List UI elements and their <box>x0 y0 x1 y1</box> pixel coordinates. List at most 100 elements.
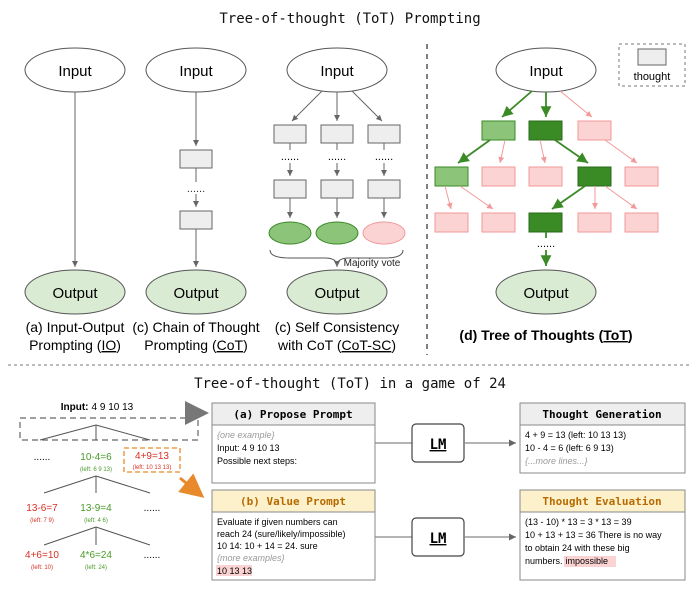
value-prompt: (b) Value Prompt Evaluate if given numbe… <box>211 489 376 581</box>
lm-bottom-label: LM <box>430 531 447 547</box>
tree-branch-3a <box>43 526 97 546</box>
io-input-label: Input <box>58 63 92 80</box>
io-output-ellipse <box>24 269 126 315</box>
tot-node-l3-c <box>528 212 563 233</box>
evaluation-line-1: (13 - 10) * 13 = 3 * 13 = 39 <box>525 517 632 527</box>
cotsc-panel: Input ...... ...... ...... Majority vote… <box>268 47 406 353</box>
tot-node-l2-d <box>577 166 612 187</box>
tot-node-l2-e <box>624 166 659 187</box>
lm-top-label: LM <box>430 437 447 453</box>
tree-node-4-6-sum-left: (left: 10) <box>31 565 53 571</box>
io-caption-line2: Prompting (IO) <box>29 337 121 353</box>
tot-node-l1-c <box>577 120 612 141</box>
tot-dots: ...... <box>537 238 555 250</box>
tree-branch-2a <box>43 475 97 494</box>
thought-evaluation: Thought Evaluation (13 - 10) * 13 = 3 * … <box>519 489 686 581</box>
tot-legend-frame <box>618 43 686 87</box>
tree-node-4-9: 4+9=13 <box>135 451 169 462</box>
tot-legend-label: thought <box>634 71 671 83</box>
tree-node-4-6-mul: 4*6=24 <box>80 550 112 561</box>
value-title: (b) Value Prompt <box>240 495 346 508</box>
tot-node-l3-d <box>577 212 612 233</box>
tot-edge-l3-3 <box>551 185 586 210</box>
cotsc-answer-right <box>362 221 406 245</box>
cot-caption-line2: Prompting (CoT) <box>144 337 247 353</box>
bottom-title: Tree-of-thought (ToT) in a game of 24 <box>194 376 506 392</box>
cotsc-arrow-left <box>291 90 323 122</box>
evaluation-header <box>519 489 686 513</box>
evaluation-line-2: 10 + 13 + 13 = 36 There is no way <box>525 530 662 540</box>
evaluation-line-3: to obtain 24 with these big <box>525 543 630 553</box>
evaluation-line-4: numbers.impossible <box>525 556 608 566</box>
cot-thought-box-1 <box>179 149 213 169</box>
top-title: Tree-of-thought (ToT) Prompting <box>219 11 480 27</box>
generation-line-2: 10 - 4 = 6 (left: 6 9 13) <box>525 443 614 453</box>
propose-line-2: Input: 4 9 10 13 <box>217 443 280 453</box>
propose-title: (a) Propose Prompt <box>233 408 352 421</box>
cotsc-dots-right: ...... <box>375 151 393 163</box>
tree-branch-2c <box>95 475 151 494</box>
cot-output-ellipse <box>145 269 247 315</box>
tree-node-4-9-left: (left: 10 13 13) <box>133 465 172 471</box>
tot-input-label: Input <box>529 63 563 80</box>
tot-edge-c-1 <box>604 139 638 164</box>
tree-branch-left <box>39 424 97 441</box>
tot-edge-root-c <box>559 90 593 118</box>
tot-edge-l3-5 <box>604 185 638 210</box>
tot-node-l3-b <box>481 212 516 233</box>
value-line-5: 10 13 13 <box>217 566 252 576</box>
cotsc-box-m1 <box>320 124 354 144</box>
tot-node-l3-e <box>624 212 659 233</box>
tot-edge-l3-1 <box>444 185 453 210</box>
tot-output-ellipse <box>495 269 597 315</box>
value-line-3: 10 14: 10 + 14 = 24. sure <box>217 541 318 551</box>
tree-branch-right <box>95 424 151 441</box>
tot-node-l1-a <box>481 120 516 141</box>
generation-title: Thought Generation <box>542 408 661 421</box>
tree-highlight-frame <box>123 447 181 473</box>
propose-line-3: Possible next steps: <box>217 456 297 466</box>
cotsc-arrow-right <box>351 90 383 122</box>
propose-line-1: {one example} <box>217 430 275 440</box>
tree-dots-2: ...... <box>144 503 161 514</box>
cot-thought-box-2 <box>179 210 213 230</box>
tot-node-l2-c <box>528 166 563 187</box>
cotsc-output-label: Output <box>314 285 360 302</box>
tot-output-label: Output <box>523 285 569 302</box>
tot-edge-a-2 <box>498 139 506 164</box>
thought-generation: Thought Generation 4 + 9 = 13 (left: 10 … <box>519 402 686 474</box>
tot-caption: (d) Tree of Thoughts (ToT) <box>459 327 632 343</box>
evaluation-title: Thought Evaluation <box>542 495 661 508</box>
tot-edge-a-1 <box>457 139 491 164</box>
cotsc-answer-mid <box>315 221 359 245</box>
cotsc-box-l1 <box>273 124 307 144</box>
value-line-2: reach 24 (sure/likely/impossible) <box>217 529 346 539</box>
cot-dots: ...... <box>187 183 205 195</box>
cot-output-label: Output <box>173 285 219 302</box>
tree-dots-1: ...... <box>34 452 51 463</box>
cotsc-answer-left <box>268 221 312 245</box>
cotsc-caption-line2: with CoT (CoT-SC) <box>277 337 396 353</box>
value-header <box>211 489 376 513</box>
cotsc-input-label: Input <box>320 63 354 80</box>
tot-node-l3-a <box>434 212 469 233</box>
tree-branch-3c <box>95 526 151 546</box>
tree-input: Input:4 9 10 13 <box>61 402 134 413</box>
tot-panel: thought Input ...... <box>434 43 686 343</box>
tot-node-l1-b <box>528 120 563 141</box>
io-panel: Input Output (a) Input-Output Prompting … <box>24 47 126 353</box>
tree-node-13-6-left: (left: 7 9) <box>30 518 54 524</box>
generation-header <box>519 402 686 426</box>
cotsc-box-m2 <box>320 179 354 199</box>
value-highlight <box>216 565 252 576</box>
cot-panel: Input ...... Output (c) Chain of Thought… <box>132 47 260 353</box>
io-output-label: Output <box>52 285 98 302</box>
io-caption-line1: (a) Input-Output <box>26 319 125 335</box>
tree-dots-3: ...... <box>144 550 161 561</box>
tot-edge-root-a <box>501 90 533 118</box>
tot-node-l2-b <box>481 166 516 187</box>
cotsc-output-ellipse <box>286 269 388 315</box>
cotsc-caption-line1: (c) Self Consistency <box>275 319 399 335</box>
evaluation-highlight <box>564 556 616 567</box>
generation-line-3: {...more lines...} <box>525 456 588 466</box>
